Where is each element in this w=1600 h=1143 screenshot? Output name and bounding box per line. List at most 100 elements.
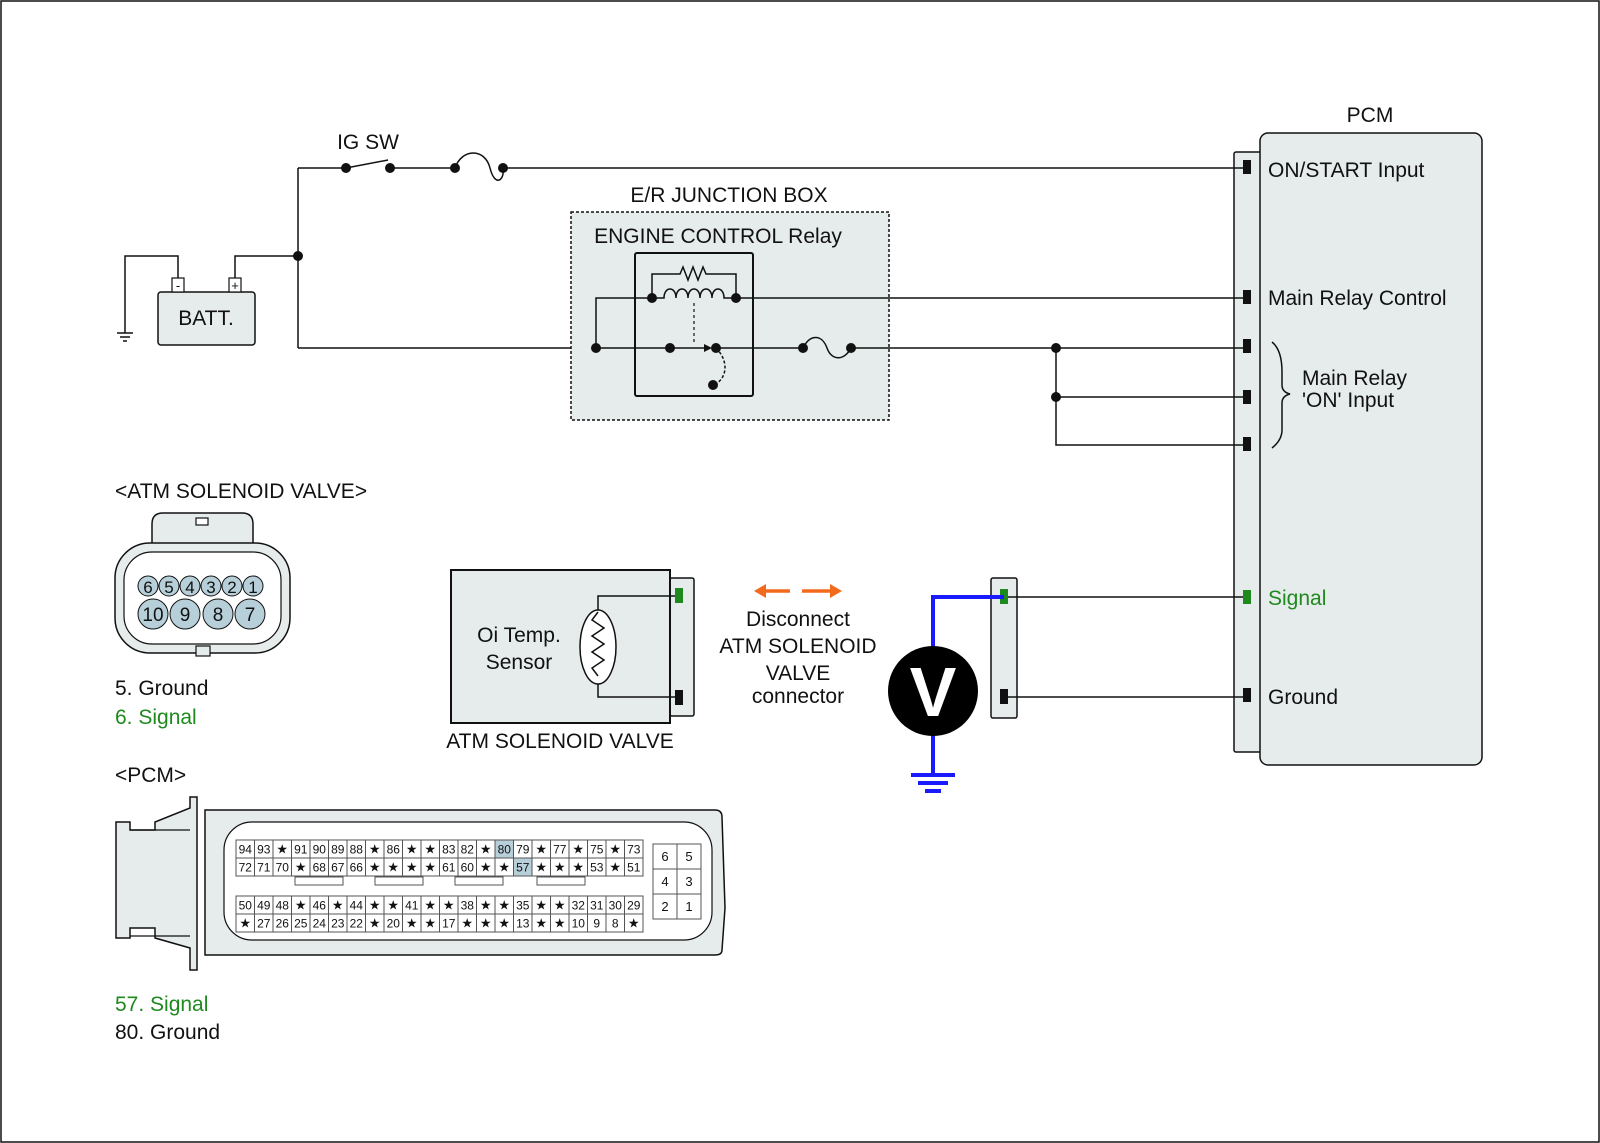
pcm-pin-empty: ★	[420, 857, 440, 877]
main-relay-brace	[1271, 341, 1291, 449]
svg-text:26: 26	[276, 917, 290, 931]
svg-text:20: 20	[387, 917, 401, 931]
svg-text:★: ★	[332, 898, 344, 913]
relay-switch-arrow-icon	[704, 344, 712, 352]
pcm-pin-empty: ★	[328, 895, 348, 915]
junction-box-label: E/R JUNCTION BOX	[630, 184, 827, 207]
relay-to-pcm-wiring	[736, 297, 1243, 446]
atm-pin-7: 7	[234, 598, 266, 630]
pcm-pin-35: 35	[513, 895, 533, 915]
pcm-pin-empty: ★	[550, 895, 570, 915]
pcm-pin-empty: ★	[439, 895, 459, 915]
pcm-connector-key-slot	[454, 876, 504, 886]
svg-text:23: 23	[331, 917, 345, 931]
svg-text:51: 51	[627, 861, 641, 875]
svg-text:★: ★	[572, 860, 584, 875]
disconnect-line3: VALVE	[766, 662, 831, 685]
svg-text:★: ★	[295, 898, 307, 913]
svg-text:22: 22	[350, 917, 364, 931]
svg-text:★: ★	[369, 842, 381, 857]
atm-pin-4: 4	[179, 575, 201, 597]
pcm-pin-main-relay-control	[1243, 290, 1251, 304]
battery-body	[157, 291, 256, 346]
svg-text:★: ★	[424, 842, 436, 857]
svg-text:8: 8	[213, 605, 224, 626]
svg-text:★: ★	[480, 898, 492, 913]
pcm-pin-empty: ★	[531, 895, 551, 915]
pcm-pin-66: 66	[346, 857, 366, 877]
svg-text:★: ★	[461, 916, 473, 931]
svg-text:80: 80	[498, 843, 512, 857]
atm-connector-bottom-tab	[195, 645, 211, 657]
svg-text:46: 46	[313, 899, 327, 913]
svg-text:★: ★	[480, 916, 492, 931]
harness-pin-ground	[1000, 689, 1008, 704]
svg-text:★: ★	[535, 842, 547, 857]
pcm-pin-empty: ★	[291, 857, 311, 877]
svg-text:2: 2	[227, 578, 236, 597]
pcm-pin-empty: ★	[476, 913, 496, 933]
pcm-pin-89: 89	[328, 839, 348, 859]
pcm-on-start-label: ON/START Input	[1268, 159, 1425, 182]
pcm-pin-empty: ★	[291, 895, 311, 915]
pcm-pin-94: 94	[235, 839, 255, 859]
pcm-pin-empty: ★	[420, 895, 440, 915]
pcm-pin-90: 90	[309, 839, 329, 859]
svg-text:1: 1	[685, 899, 692, 914]
fuse-2-icon	[802, 336, 852, 359]
pcm-pin-71: 71	[254, 857, 274, 877]
svg-text:41: 41	[405, 899, 419, 913]
svg-text:10: 10	[142, 605, 163, 626]
pcm-pin-empty: ★	[365, 857, 385, 877]
pcm-pin-empty: ★	[365, 913, 385, 933]
pcm-pin-empty: ★	[420, 913, 440, 933]
pcm-pin-empty: ★	[550, 913, 570, 933]
pcm-pin-main-relay-on-3	[1243, 437, 1251, 451]
svg-text:★: ★	[480, 842, 492, 857]
pcm-pin-53: 53	[587, 857, 607, 877]
svg-text:32: 32	[572, 899, 586, 913]
svg-text:24: 24	[313, 917, 327, 931]
atm-connector-pin-grid: 6 5 4 3 2 1 10 9 8 7	[137, 575, 266, 630]
pcm-pin-82: 82	[457, 839, 477, 859]
svg-text:88: 88	[350, 843, 364, 857]
pcm-small-pin-5: 5	[676, 843, 702, 870]
atm-pin-9: 9	[169, 598, 201, 630]
svg-text:1: 1	[248, 578, 257, 597]
pcm-pin-empty: ★	[272, 839, 292, 859]
pcm-pin-77: 77	[550, 839, 570, 859]
svg-text:31: 31	[590, 899, 604, 913]
svg-text:5: 5	[685, 849, 692, 864]
pcm-connector-key-slot	[294, 876, 344, 886]
pcm-pin-empty: ★	[568, 857, 588, 877]
pcm-pin-38: 38	[457, 895, 477, 915]
pcm-pin-empty: ★	[383, 895, 403, 915]
pcm-pin-empty: ★	[476, 839, 496, 859]
svg-text:★: ★	[554, 898, 566, 913]
sensor-pin-signal	[675, 588, 683, 603]
svg-text:90: 90	[313, 843, 327, 857]
pcm-connector-title: <PCM>	[115, 764, 186, 787]
pcm-pin-13: 13	[513, 913, 533, 933]
svg-text:44: 44	[350, 899, 364, 913]
pcm-signal-label: Signal	[1268, 587, 1326, 610]
disconnect-line4: connector	[752, 685, 844, 708]
pcm-pin-26: 26	[272, 913, 292, 933]
pcm-small-pin-2: 2	[652, 893, 678, 920]
svg-text:5: 5	[164, 578, 173, 597]
svg-text:83: 83	[442, 843, 456, 857]
svg-text:★: ★	[609, 842, 621, 857]
svg-text:★: ★	[498, 860, 510, 875]
pcm-pin-30: 30	[605, 895, 625, 915]
pcm-pin-empty: ★	[235, 913, 255, 933]
sensor-internal-wire-top	[597, 595, 679, 610]
ig-sw-label: IG SW	[337, 131, 399, 154]
pcm-pin-72: 72	[235, 857, 255, 877]
svg-text:★: ★	[535, 898, 547, 913]
atm-connector-inner	[123, 551, 282, 645]
pcm-pin-empty: ★	[605, 839, 625, 859]
main-wiring: IG SW	[293, 131, 1243, 349]
svg-text:17: 17	[442, 917, 456, 931]
svg-text:89: 89	[331, 843, 345, 857]
